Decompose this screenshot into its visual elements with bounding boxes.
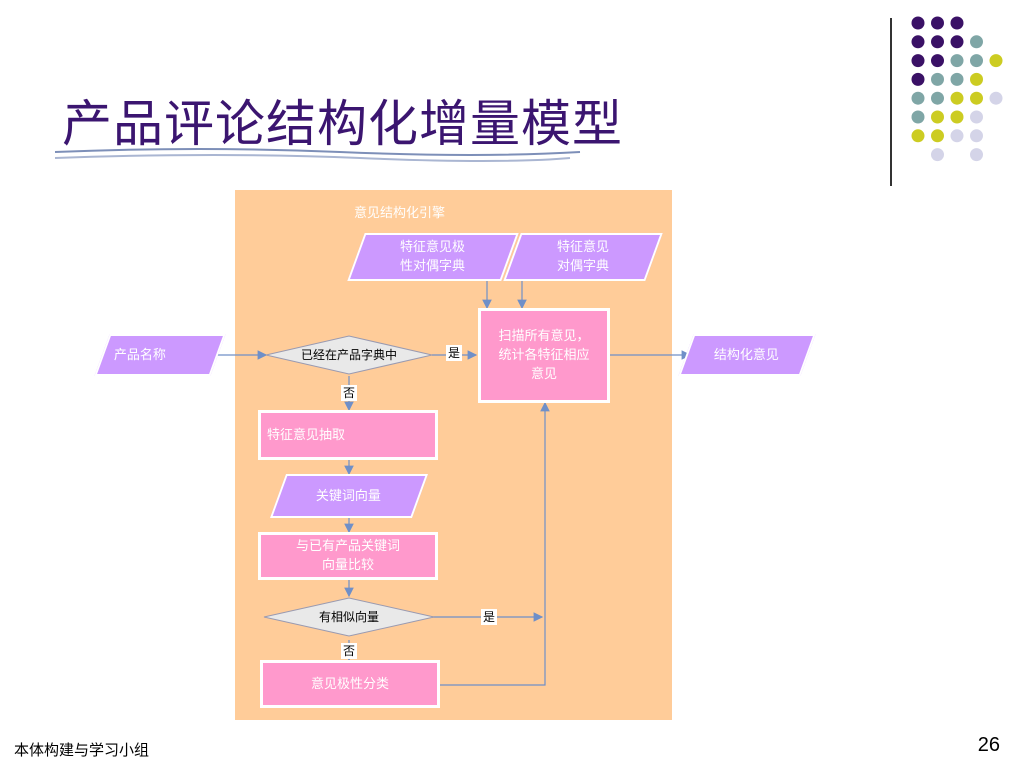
decorative-dot <box>950 72 964 86</box>
decorative-dot <box>931 72 944 86</box>
decorative-dot <box>931 110 944 124</box>
process-compare-vectors: 与已有产品关键词 向量比较 <box>258 532 438 580</box>
decorative-dot <box>970 72 983 86</box>
engine-label: 意见结构化引擎 <box>354 206 446 221</box>
decorative-dot <box>970 54 983 68</box>
decision-in-dictionary-label: 已经在产品字典中 <box>300 347 397 362</box>
arrow-classify-to-scan <box>440 401 550 686</box>
footer-text: 本体构建与学习小组 <box>14 741 150 759</box>
decorative-dot <box>931 35 944 49</box>
decorative-dot <box>911 72 925 86</box>
decorative-dot <box>911 129 925 143</box>
decorative-dot <box>970 110 983 124</box>
no-label-similar: 否 <box>341 643 358 659</box>
decorative-dot <box>950 16 964 30</box>
decorative-dot <box>911 35 925 49</box>
decorative-dot <box>989 91 1003 105</box>
decorative-dot <box>911 16 925 30</box>
process-feature-extraction: 特征意见抽取 <box>258 410 438 460</box>
decorative-dot <box>931 54 944 68</box>
decorative-dot <box>911 110 925 124</box>
decorative-dot <box>950 54 964 68</box>
decision-similar-vector-label: 有相似向量 <box>318 609 379 624</box>
decorative-dot <box>950 35 964 49</box>
decorative-dot-grid <box>911 16 1003 162</box>
decorative-dot <box>970 148 983 162</box>
decorative-dot <box>911 91 925 105</box>
decorative-dot <box>931 148 944 162</box>
process-scan-opinions: 扫描所有意见， 统计各特征相应 意见 <box>478 308 610 403</box>
input-product-name: 产品名称 <box>94 334 226 376</box>
no-label-in-dictionary: 否 <box>341 385 358 401</box>
decision-similar-vector <box>263 597 435 637</box>
decorative-dot <box>931 91 944 105</box>
decorative-dot <box>970 35 983 49</box>
yes-label-similar: 是 <box>481 609 498 625</box>
decision-in-dictionary <box>265 335 433 375</box>
page-number: 26 <box>977 734 1000 756</box>
decorative-dot <box>970 91 983 105</box>
decorative-dot <box>950 110 964 124</box>
data-polarity-dictionary: 特征意见极 性对偶字典 <box>347 233 519 281</box>
data-keyword-vector: 关键词向量 <box>269 474 429 518</box>
decorative-dot <box>931 129 944 143</box>
decorative-dot <box>950 91 964 105</box>
decorative-dot <box>911 54 925 68</box>
process-polarity-classification: 意见极性分类 <box>260 660 440 708</box>
decorative-dot <box>931 16 944 30</box>
yes-label-in-dictionary: 是 <box>446 345 463 361</box>
slide-title: 产品评论结构化增量模型 <box>62 95 623 153</box>
decorative-dot <box>950 129 964 143</box>
output-structured-opinion: 结构化意见 <box>678 334 816 376</box>
decorative-dot <box>970 129 983 143</box>
decorative-dot <box>989 54 1003 68</box>
data-feature-dictionary: 特征意见 对偶字典 <box>503 233 663 281</box>
decorative-divider <box>890 18 892 186</box>
